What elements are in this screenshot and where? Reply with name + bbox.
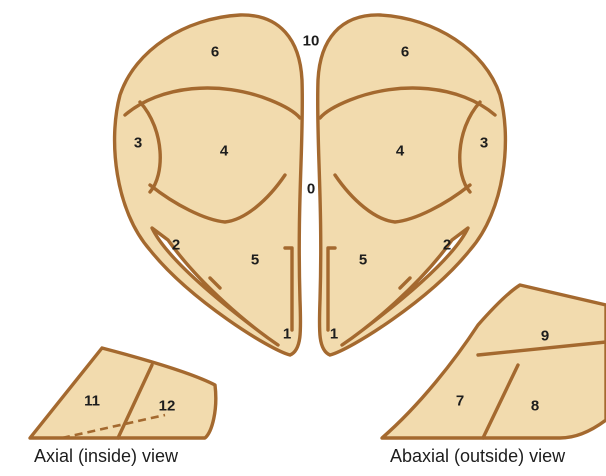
right-claw-outline xyxy=(318,15,506,355)
left-zone-5-label: 5 xyxy=(251,252,259,269)
right-zone-1-label: 1 xyxy=(330,326,338,343)
abaxial-zone-9-label: 9 xyxy=(541,328,549,345)
axial-view-shape xyxy=(30,348,216,438)
left-zone-2-label: 2 xyxy=(172,237,180,254)
midline-10-label: 10 xyxy=(303,33,320,50)
right-claw xyxy=(318,15,506,355)
left-zone-4-label: 4 xyxy=(220,143,229,160)
left-claw-outline xyxy=(115,15,303,355)
abaxial-zone-8-label: 8 xyxy=(531,398,539,415)
abaxial-zone-7-label: 7 xyxy=(456,393,464,410)
left-zone-1-label: 1 xyxy=(283,326,291,343)
left-claw xyxy=(115,15,303,355)
axial-view-caption: Axial (inside) view xyxy=(34,446,178,467)
right-zone-5-label: 5 xyxy=(359,252,367,269)
left-zone-3-label: 3 xyxy=(134,135,142,152)
right-zone-3-label: 3 xyxy=(480,135,488,152)
right-zone-4-label: 4 xyxy=(396,143,405,160)
right-zone-2-label: 2 xyxy=(443,237,451,254)
left-zone-6-label: 6 xyxy=(211,44,219,61)
midline-0-label: 0 xyxy=(307,181,315,198)
axial-zone-12-label: 12 xyxy=(159,398,176,415)
abaxial-view-shape xyxy=(382,285,606,438)
axial-zone-11-label: 11 xyxy=(84,393,100,410)
abaxial-view-caption: Abaxial (outside) view xyxy=(390,446,565,467)
right-zone-6-label: 6 xyxy=(401,44,409,61)
